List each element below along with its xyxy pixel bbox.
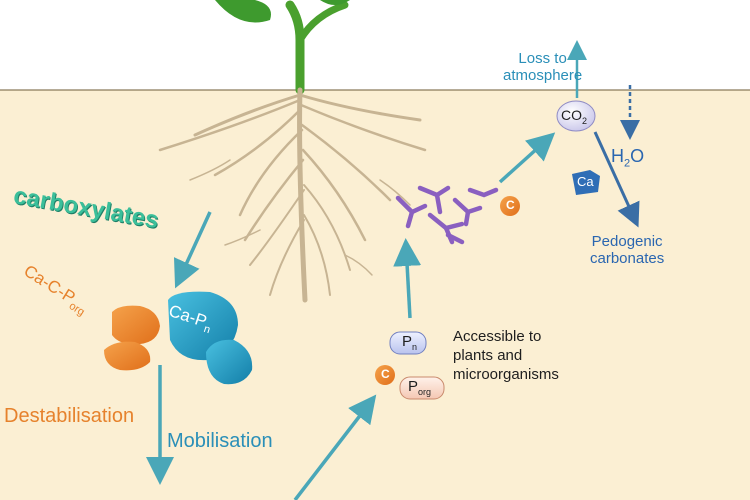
- arrow-microbes-to-co2: [498, 132, 556, 184]
- destabilisation-label: Destabilisation: [4, 405, 135, 427]
- loss-to-atmosphere-label: Loss to atmosphere: [503, 50, 583, 84]
- porg-badge-shape: [399, 376, 445, 400]
- microorganisms-icon: [395, 185, 499, 245]
- h2o-label: H2O: [611, 146, 645, 170]
- accessible-pool-label: Accessible to plants and microorganisms: [453, 328, 559, 383]
- porg-badge-label: Porg: [408, 378, 432, 397]
- sky-band: [0, 0, 750, 90]
- pn-badge-label: Pn: [402, 333, 418, 352]
- arrow-to-accessible-pool: [293, 394, 377, 500]
- carbon-badge-bottom-label: C: [381, 367, 390, 381]
- root-system-icon: [158, 87, 427, 303]
- carbon-badge-top: [500, 196, 520, 216]
- carbon-badge-bottom: [375, 365, 395, 385]
- arrow-co2-to-carbonates: [593, 131, 640, 228]
- arrow-carboxylates-to-minerals: [173, 211, 212, 289]
- ca-badge-shape: [572, 170, 600, 195]
- pedogenic-carbonates-label: Pedogenic carbonates: [590, 233, 665, 267]
- arrow-pool-to-roots: [393, 238, 422, 319]
- co2-bubble: [556, 100, 596, 132]
- soil-area: [0, 90, 750, 500]
- co2-label: CO2: [561, 107, 588, 126]
- ca-badge-label: Ca: [577, 174, 594, 189]
- mobilisation-label: Mobilisation: [167, 430, 273, 452]
- ca-pn-mineral-icon: [168, 291, 253, 385]
- ca-c-porg-mineral-icon: [104, 305, 160, 371]
- carbon-badge-top-label: C: [506, 198, 515, 212]
- pn-badge-shape: [389, 331, 427, 355]
- plant-icon: [215, 0, 350, 95]
